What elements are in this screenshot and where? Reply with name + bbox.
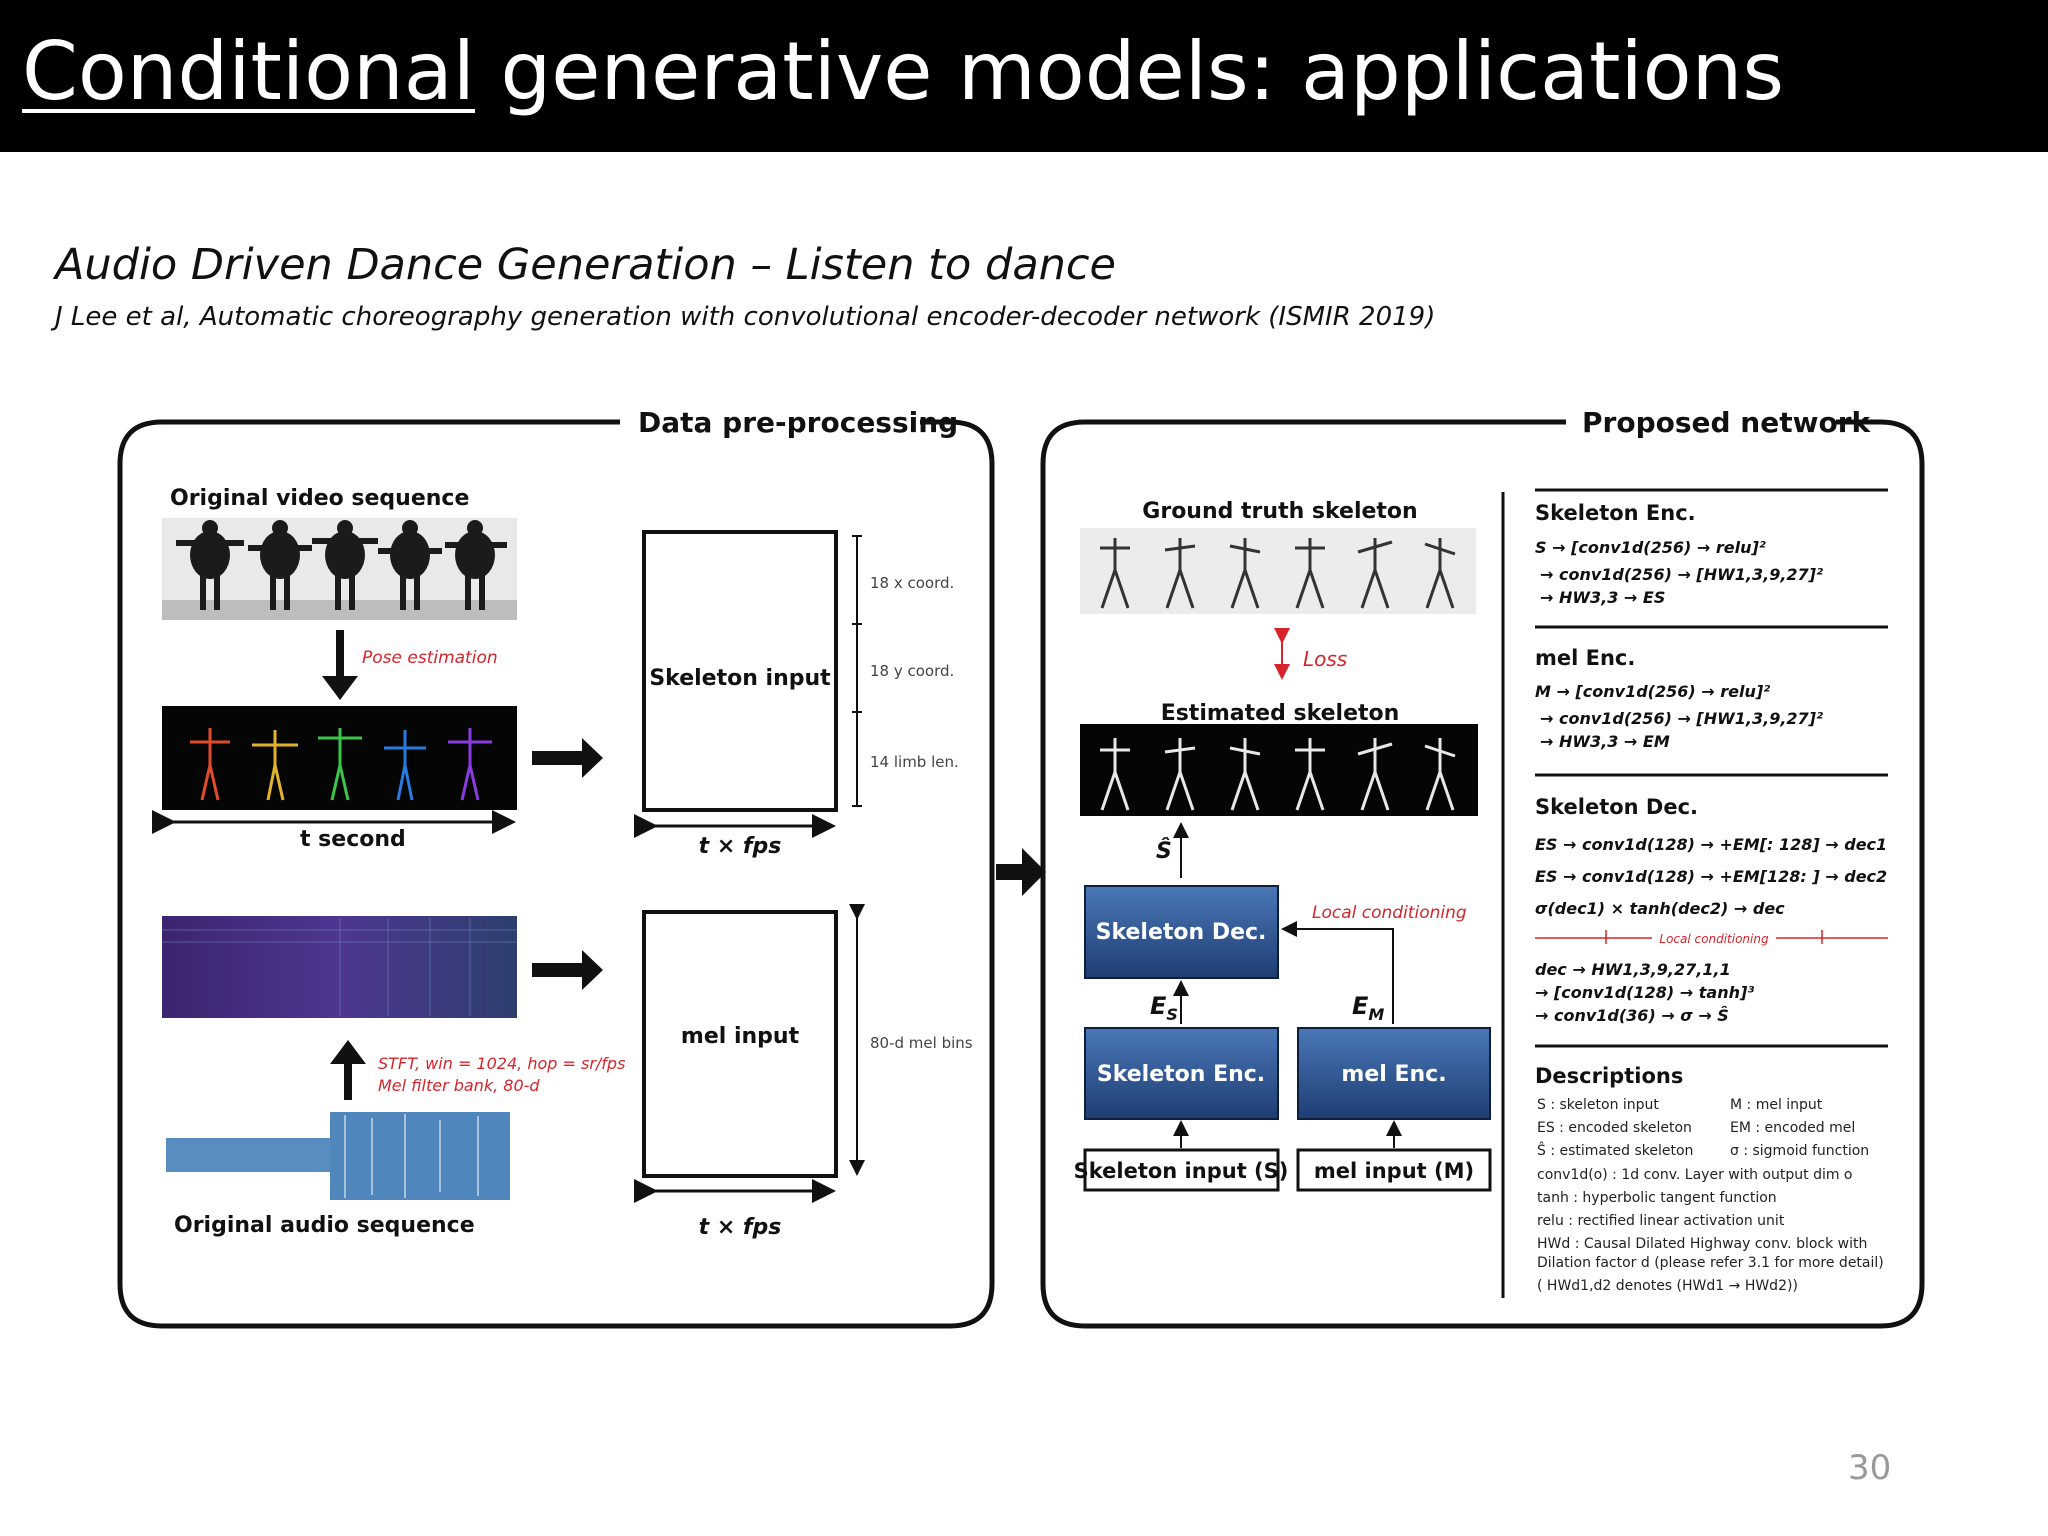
slide-title: Conditional generative models: applicati…: [22, 22, 1784, 122]
x-coord-label: 18 x coord.: [870, 574, 954, 592]
em-label: EM: [1352, 992, 1384, 1024]
ground-truth-label: Ground truth skeleton: [1142, 499, 1417, 524]
legend-mel-enc-line2: → conv1d(256) → [HW1,3,9,27]²: [1540, 709, 1823, 728]
audio-sequence-label: Original audio sequence: [174, 1213, 475, 1238]
legend-desc-row1-left: S : skeleton input: [1537, 1097, 1659, 1113]
mel-encoder-text: mel Enc.: [1341, 1062, 1446, 1087]
video-frames: [162, 518, 517, 620]
title-bar: Conditional generative models: applicati…: [0, 0, 2048, 152]
legend-mel-enc-line1: M → [conv1d(256) → relu]²: [1535, 682, 1770, 701]
architecture-legend: Skeleton Enc. S → [conv1d(256) → relu]² …: [1501, 488, 1888, 1298]
skeleton-decoder-text: Skeleton Dec.: [1096, 920, 1267, 945]
network-heading: Proposed network: [1582, 406, 1872, 439]
legend-skeleton-dec-line6: → conv1d(36) → σ → Ŝ: [1535, 1005, 1729, 1025]
skeleton-decoder-block: [1084, 885, 1279, 979]
slide-title-rest: generative models: applications: [475, 25, 1784, 118]
audio-waveform: [166, 1112, 510, 1200]
legend-desc-line5: Dilation factor d (please refer 3.1 for …: [1537, 1255, 1884, 1271]
legend-desc-row1-right: M : mel input: [1730, 1097, 1823, 1113]
page-number: 30: [1848, 1448, 1892, 1488]
legend-skeleton-dec-line2: ES → conv1d(128) → +EM[128: ] → dec2: [1535, 867, 1887, 886]
legend-mel-enc-line3: → HW3,3 → EM: [1540, 732, 1670, 751]
skeleton-encoder-text: Skeleton Enc.: [1097, 1062, 1265, 1087]
legend-desc-line1: conv1d(o) : 1d conv. Layer with output d…: [1537, 1167, 1853, 1183]
t-fps-label-1: t × fps: [699, 834, 782, 859]
mel-bins-label: 80-d mel bins: [870, 1034, 973, 1052]
legend-skeleton-enc-line2: → conv1d(256) → [HW1,3,9,27]²: [1540, 565, 1823, 584]
t-second-label: t second: [300, 827, 406, 852]
legend-desc-row3-left: Ŝ : estimated skeleton: [1537, 1141, 1693, 1159]
loss-label: Loss: [1303, 647, 1347, 671]
stft-label-line1: STFT, win = 1024, hop = sr/fps: [378, 1054, 625, 1073]
ground-truth-skeletons: [1080, 528, 1476, 614]
stft-label-line2: Mel filter bank, 80-d: [378, 1076, 540, 1095]
legend-local-conditioning: Local conditioning: [1659, 932, 1769, 946]
skeleton-input-block-label: Skeleton input (S): [1074, 1159, 1289, 1183]
estimated-skeletons: [1080, 724, 1478, 816]
legend-skeleton-dec-line5: → [conv1d(128) → tanh]³: [1535, 983, 1754, 1002]
y-coord-label: 18 y coord.: [870, 662, 954, 680]
proposed-network-panel: Proposed network Ground truth skeleton L…: [1040, 400, 1925, 1329]
estimated-skeleton-label: Estimated skeleton: [1161, 701, 1400, 726]
slide-title-underlined: Conditional: [22, 25, 476, 118]
legend-desc-row2-left: ES : encoded skeleton: [1537, 1120, 1692, 1136]
legend-desc-row3-right: σ : sigmoid function: [1730, 1143, 1869, 1159]
data-preprocessing-panel: Data pre-processing Original video seque…: [117, 400, 995, 1329]
pose-estimation-label: Pose estimation: [362, 648, 498, 668]
legend-desc-line3: relu : rectified linear activation unit: [1537, 1213, 1785, 1229]
mel-spectrogram: [162, 916, 517, 1018]
legend-descriptions-title: Descriptions: [1535, 1064, 1683, 1088]
legend-mel-enc-title: mel Enc.: [1535, 646, 1635, 670]
slide-subtitle: Audio Driven Dance Generation – Listen t…: [55, 240, 1117, 290]
legend-skeleton-enc-title: Skeleton Enc.: [1535, 501, 1696, 525]
es-label: ES: [1150, 992, 1178, 1024]
panel-connector-arrow: [996, 848, 1046, 896]
mel-input-box-label: mel input: [681, 1024, 800, 1049]
local-conditioning-label: Local conditioning: [1312, 903, 1467, 923]
legend-skeleton-dec-line3: σ(dec1) × tanh(dec2) → dec: [1535, 899, 1785, 918]
pose-frames: [162, 706, 517, 810]
limb-length-label: 14 limb len.: [870, 753, 959, 771]
legend-skeleton-dec-title: Skeleton Dec.: [1535, 795, 1698, 819]
legend-desc-row2-right: EM : encoded mel: [1730, 1120, 1855, 1136]
mel-encoder-block: [1297, 1027, 1491, 1120]
preprocessing-heading: Data pre-processing: [638, 406, 958, 439]
s-hat-label: Ŝ: [1156, 838, 1172, 864]
t-fps-label-2: t × fps: [699, 1215, 782, 1240]
paper-citation: J Lee et al, Automatic choreography gene…: [55, 302, 1436, 332]
mel-input-block-label: mel input (M): [1314, 1159, 1474, 1183]
legend-desc-line6: ( HWd1,d2 denotes (HWd1 → HWd2)): [1537, 1278, 1798, 1294]
legend-skeleton-enc-line3: → HW3,3 → ES: [1540, 588, 1665, 607]
legend-skeleton-enc-line1: S → [conv1d(256) → relu]²: [1535, 538, 1766, 557]
skeleton-input-box-label: Skeleton input: [649, 666, 831, 691]
legend-desc-line2: tanh : hyperbolic tangent function: [1537, 1190, 1777, 1206]
video-sequence-label: Original video sequence: [170, 486, 469, 511]
legend-skeleton-dec-line1: ES → conv1d(128) → +EM[: 128] → dec1: [1535, 835, 1887, 854]
legend-desc-line4: HWd : Causal Dilated Highway conv. block…: [1537, 1236, 1867, 1252]
skeleton-encoder-block: [1084, 1027, 1279, 1120]
legend-skeleton-dec-line4: dec → HW1,3,9,27,1,1: [1535, 960, 1731, 979]
